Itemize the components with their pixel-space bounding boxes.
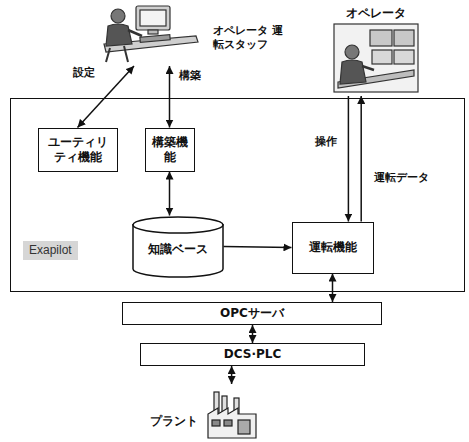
plant-icon bbox=[208, 392, 256, 438]
arrow-connector bbox=[332, 274, 334, 303]
utility-box: ユーティリティ機能 bbox=[38, 128, 118, 172]
staff-illustration bbox=[104, 6, 198, 62]
operator-figure: オペレータ bbox=[330, 2, 422, 96]
node-label: 運転機能 bbox=[305, 240, 361, 255]
arrow-connector bbox=[360, 96, 362, 222]
edge-label: 設定 bbox=[71, 64, 97, 79]
node-label: DCS·PLC bbox=[220, 347, 285, 362]
arrow-connector bbox=[169, 172, 171, 216]
node-label: Exapilot bbox=[23, 241, 78, 260]
node-label: オペレータ 運転スタッフ bbox=[213, 24, 289, 52]
node-label: プラント bbox=[150, 414, 198, 429]
dcs-plc-box: DCS·PLC bbox=[140, 343, 365, 366]
edge-label: 操作 bbox=[313, 133, 339, 148]
arrow-connector bbox=[231, 366, 233, 384]
node-label: OPCサーバ bbox=[216, 306, 288, 321]
exapilot-frame: Exapilot ユーティリティ機能構築機能知識ベース 運転機能 bbox=[10, 98, 465, 292]
node-label: 知識ベース bbox=[132, 242, 224, 257]
opc-server-box: OPCサーバ bbox=[122, 302, 382, 325]
arrow-connector bbox=[224, 247, 292, 248]
edge-label: 運転データ bbox=[372, 169, 431, 184]
build-box: 構築機能 bbox=[145, 128, 195, 172]
operator-illustration bbox=[334, 24, 418, 92]
staff-figure: オペレータ 運転スタッフ bbox=[95, 2, 290, 66]
arrow-connector bbox=[252, 325, 254, 343]
node-label: オペレータ bbox=[330, 6, 422, 21]
node-label: 構築機能 bbox=[146, 135, 194, 165]
knowledge-base-cylinder: 知識ベース bbox=[132, 216, 224, 278]
operation-box: 運転機能 bbox=[292, 222, 374, 274]
node-label: ユーティリティ機能 bbox=[39, 135, 117, 165]
arrow-connector bbox=[348, 96, 350, 222]
plant-figure: プラント bbox=[148, 384, 258, 440]
edge-label: 構築 bbox=[177, 67, 203, 82]
arrow-connector bbox=[169, 66, 171, 128]
